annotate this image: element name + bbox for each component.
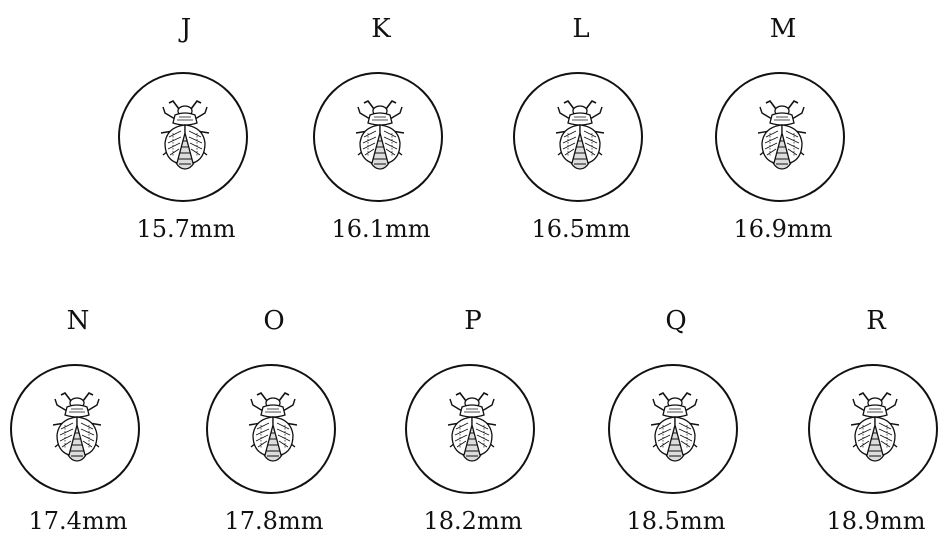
size-value: 17.8mm xyxy=(224,507,324,535)
size-letter: J xyxy=(180,14,192,44)
size-value: 18.2mm xyxy=(423,507,523,535)
beetle-icon xyxy=(350,97,410,177)
size-letter: M xyxy=(769,14,797,44)
ring-circle xyxy=(118,72,248,202)
beetle-icon xyxy=(645,389,705,469)
beetle-icon xyxy=(442,389,502,469)
beetle-icon xyxy=(845,389,905,469)
ring-circle xyxy=(313,72,443,202)
ring-circle xyxy=(608,364,738,494)
size-letter: Q xyxy=(665,306,687,336)
beetle-icon xyxy=(752,97,812,177)
size-value: 16.1mm xyxy=(331,215,431,243)
beetle-icon xyxy=(155,97,215,177)
size-letter: L xyxy=(572,14,590,44)
beetle-icon xyxy=(47,389,107,469)
ring-circle xyxy=(715,72,845,202)
ring-circle xyxy=(808,364,938,494)
size-letter: O xyxy=(263,306,285,336)
size-value: 18.9mm xyxy=(826,507,926,535)
beetle-icon xyxy=(243,389,303,469)
ring-circle xyxy=(405,364,535,494)
size-letter: P xyxy=(464,306,482,336)
ring-circle xyxy=(513,72,643,202)
size-letter: K xyxy=(371,14,391,44)
size-value: 16.5mm xyxy=(531,215,631,243)
beetle-icon xyxy=(550,97,610,177)
ring-circle xyxy=(10,364,140,494)
size-value: 17.4mm xyxy=(28,507,128,535)
size-value: 18.5mm xyxy=(626,507,726,535)
size-letter: N xyxy=(66,306,90,336)
ring-circle xyxy=(206,364,336,494)
size-letter: R xyxy=(866,306,886,336)
size-value: 16.9mm xyxy=(733,215,833,243)
size-value: 15.7mm xyxy=(136,215,236,243)
